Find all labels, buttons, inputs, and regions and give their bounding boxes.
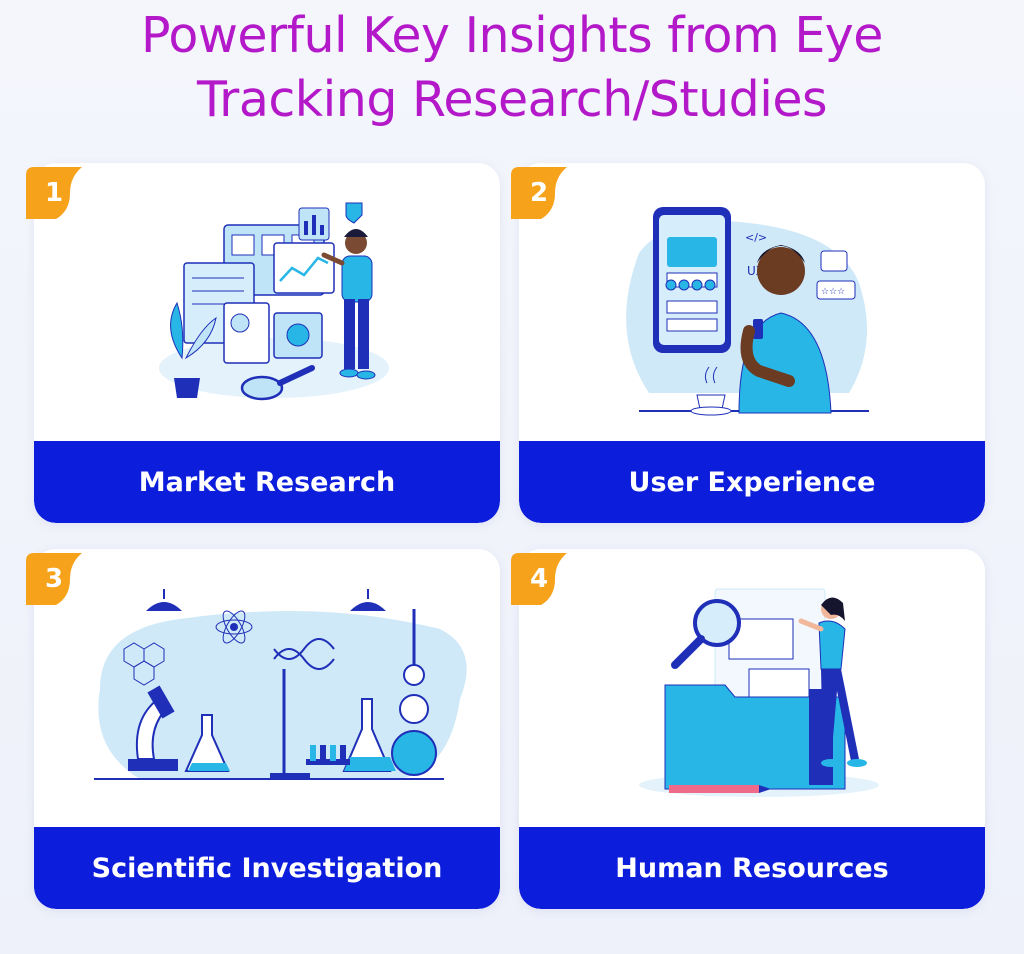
science-lab-illustration: [94, 589, 467, 780]
svg-text:</>: </>: [745, 231, 767, 244]
badge-2: 2: [511, 167, 567, 219]
card-human-resources: Human Resources: [519, 549, 985, 909]
card-scientific-investigation: Scientific Investigation: [34, 549, 500, 909]
svg-text:☆☆☆: ☆☆☆: [821, 287, 845, 297]
card-user-experience: UX </> ☆☆☆ User Experience: [519, 163, 985, 523]
title-line-1: Powerful Key Insights from Eye: [141, 7, 883, 64]
badge-number: 1: [44, 178, 64, 208]
market-research-illustration: [159, 202, 389, 401]
badge-1: 1: [26, 167, 82, 219]
badge-shape-icon: [26, 553, 82, 605]
card-label: Market Research: [34, 441, 500, 523]
badge-number: 3: [44, 564, 64, 594]
title-line-2: Tracking Research/Studies: [196, 71, 828, 128]
user-experience-illustration: UX </> ☆☆☆: [626, 207, 869, 416]
card-label: Scientific Investigation: [34, 827, 500, 909]
badge-4: 4: [511, 553, 567, 605]
page-title: Powerful Key Insights from Eye Tracking …: [0, 4, 1024, 132]
badge-number: 2: [529, 178, 549, 208]
badge-shape-icon: [511, 553, 567, 605]
badge-shape-icon: [511, 167, 567, 219]
badge-3: 3: [26, 553, 82, 605]
human-resources-illustration: [639, 588, 879, 797]
card-label: Human Resources: [519, 827, 985, 909]
card-market-research: Market Research: [34, 163, 500, 523]
card-label: User Experience: [519, 441, 985, 523]
badge-shape-icon: [26, 167, 82, 219]
badge-number: 4: [529, 564, 549, 594]
